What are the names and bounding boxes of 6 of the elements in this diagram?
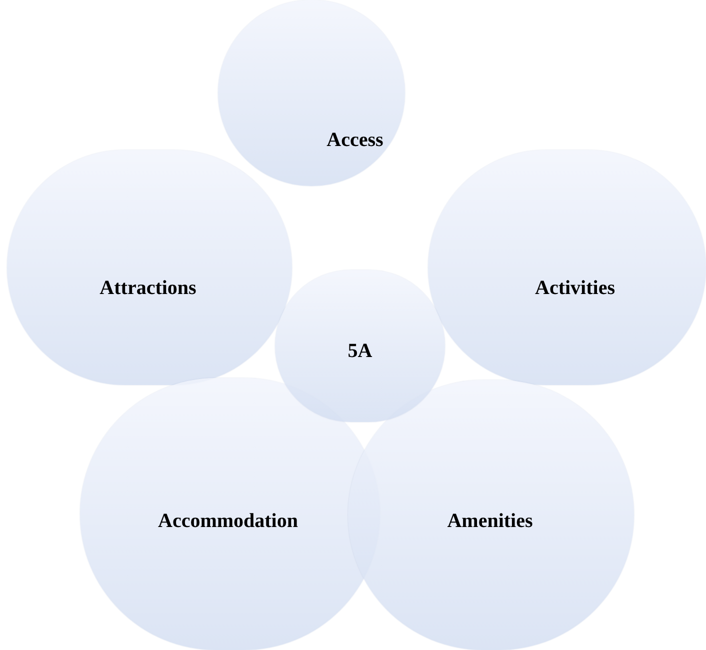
node-label: Accommodation <box>158 509 298 534</box>
node-label: Amenities <box>447 509 533 534</box>
node-label: 5A <box>348 339 372 364</box>
node-label: Activities <box>535 276 615 301</box>
node-label: Access <box>326 128 384 153</box>
node-label: Attractions <box>100 276 196 301</box>
